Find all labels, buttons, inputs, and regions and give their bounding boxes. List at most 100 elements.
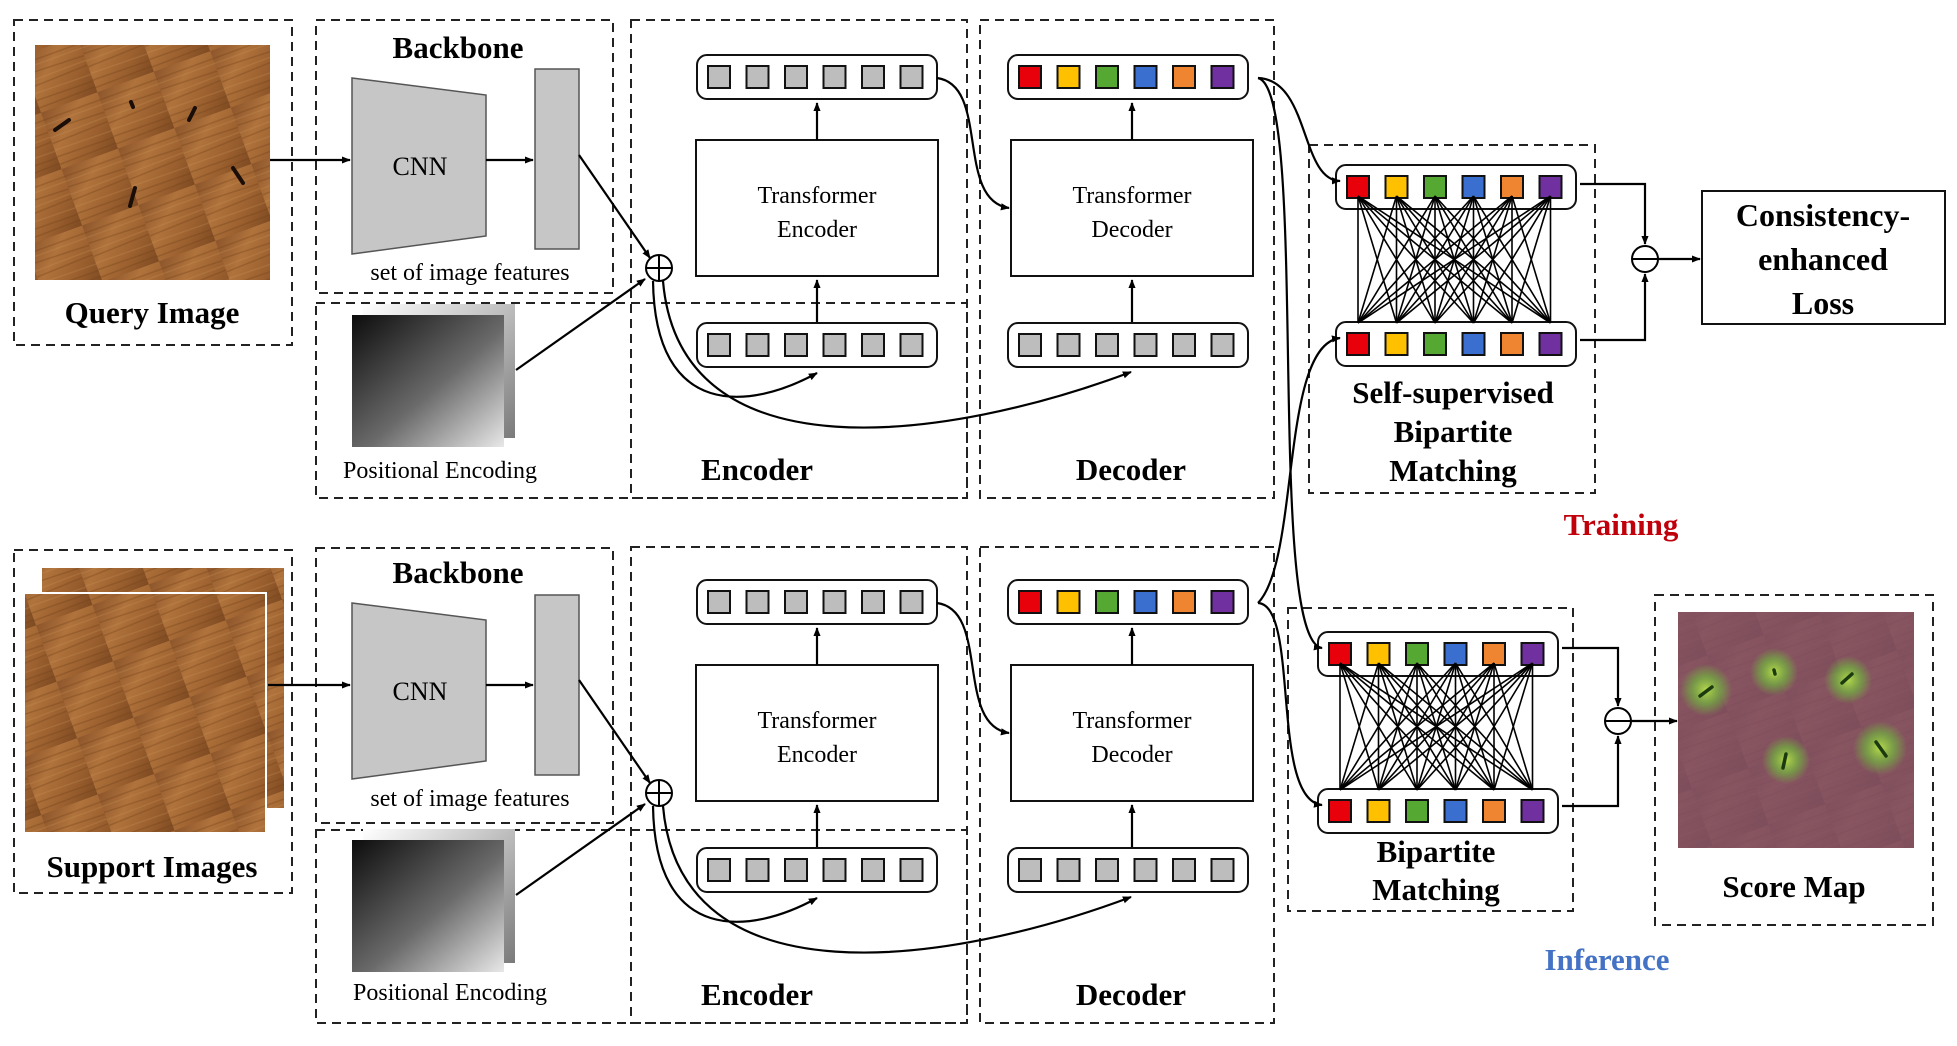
query-branch: Query Image Backbone CNN set of image fe…: [13, 19, 1275, 499]
query-token: [1328, 642, 1352, 666]
support-positional-front: [352, 840, 504, 972]
minus-circle-icon: [1631, 245, 1659, 273]
inference-matching-line1: Bipartite: [1377, 834, 1496, 869]
query-decoder-input-tokens: [1007, 322, 1249, 368]
arrow-icon: [661, 280, 1132, 429]
query-image-panel: [13, 19, 293, 346]
training-section: Self-supervised Bipartite Matching Train…: [1257, 76, 1946, 604]
query-token: [1346, 175, 1370, 199]
query-token: [1405, 799, 1429, 823]
feature-token: [822, 590, 847, 614]
arrow-icon: [1257, 335, 1341, 604]
matching-edge: [1357, 195, 1475, 324]
loss-label-line3: Loss: [1792, 285, 1854, 321]
query-token: [1133, 65, 1158, 89]
support-images: [23, 568, 284, 834]
feature-token: [1018, 333, 1042, 357]
arrow-icon: [1257, 601, 1323, 808]
training-matching-line3: Matching: [1389, 453, 1517, 488]
query-token: [1018, 590, 1042, 614]
feature-token: [784, 590, 808, 614]
matching-edge: [1434, 195, 1552, 324]
support-decoder-block-line1: Transformer: [1072, 708, 1191, 734]
query-encoder-block-line2: Encoder: [777, 217, 857, 243]
query-positional-label: Positional Encoding: [343, 458, 537, 484]
arrow-icon: [936, 76, 1010, 211]
support-branch: Support Images Backbone CNN set of image…: [13, 546, 1275, 1024]
query-token: [1056, 65, 1081, 89]
support-encoder-block-line1: Transformer: [757, 708, 876, 734]
feature-token: [861, 590, 885, 614]
feature-token: [784, 858, 808, 882]
score-map-label: Score Map: [1722, 869, 1865, 904]
support-backbone-title: Backbone: [393, 555, 524, 590]
minus-circle-icon: [1604, 707, 1632, 735]
support-cnn-trapezoid: [351, 602, 487, 780]
score-map-panel: [1654, 594, 1934, 926]
feature-token: [745, 590, 770, 614]
query-transformer-decoder: [1010, 139, 1254, 277]
support-features-label: set of image features: [370, 786, 569, 812]
arrow-icon: [651, 805, 818, 923]
query-token: [1482, 799, 1506, 823]
matching-edge: [1339, 662, 1457, 791]
feature-token: [1210, 333, 1235, 357]
matching-edge: [1377, 662, 1534, 791]
query-token: [1384, 175, 1409, 199]
matching-edge: [1339, 662, 1533, 791]
query-decoder-panel: [979, 19, 1275, 499]
feature-token: [899, 65, 924, 89]
feature-token: [1056, 858, 1081, 882]
training-matching-panel: [1308, 144, 1596, 494]
arrow-icon: [1562, 735, 1622, 808]
query-token: [1366, 642, 1391, 666]
matching-edge: [1339, 662, 1418, 791]
query-token: [1423, 175, 1447, 199]
arrow-icon: [1257, 76, 1341, 185]
feature-token: [707, 590, 731, 614]
query-feature-map: [534, 68, 580, 250]
query-cnn-label: CNN: [393, 152, 448, 181]
loss-label-line1: Consistency-: [1736, 197, 1910, 233]
inference-label: Inference: [1544, 942, 1669, 977]
inference-matching-line2: Matching: [1372, 872, 1500, 907]
arrow-icon: [661, 805, 1132, 954]
query-encoder-panel: [630, 19, 968, 499]
feature-token: [707, 858, 731, 882]
feature-token: [1018, 858, 1042, 882]
matching-edge: [1339, 662, 1380, 791]
query-token: [1500, 175, 1524, 199]
feature-token: [707, 65, 731, 89]
query-token: [1461, 175, 1486, 199]
support-image-label: Support Images: [46, 849, 257, 884]
query-token: [1461, 332, 1486, 356]
query-token: [1443, 799, 1468, 823]
query-token: [1443, 642, 1468, 666]
query-token: [1405, 642, 1429, 666]
feature-token: [822, 65, 847, 89]
query-token: [1328, 799, 1352, 823]
plus-circle-icon: [645, 779, 673, 807]
query-token: [1346, 332, 1370, 356]
query-image: [35, 45, 270, 280]
support-image-panel: [13, 549, 293, 894]
query-token: [1095, 65, 1119, 89]
feature-token: [745, 65, 770, 89]
feature-token: [861, 333, 885, 357]
feature-token: [822, 333, 847, 357]
query-features-label: set of image features: [370, 260, 569, 286]
query-token: [1538, 332, 1563, 356]
query-backbone-title: Backbone: [393, 30, 524, 65]
matching-edge: [1493, 662, 1534, 791]
matching-edge: [1357, 195, 1436, 324]
query-cnn-trapezoid: [351, 77, 487, 255]
arrow-icon: [515, 278, 646, 371]
inference-matching-panel: [1287, 607, 1574, 912]
support-cnn-label: CNN: [393, 677, 448, 706]
matching-edge: [1357, 195, 1513, 324]
arrow-icon: [578, 154, 651, 259]
query-image-label: Query Image: [65, 295, 240, 330]
query-encoder-title: Encoder: [701, 452, 813, 487]
query-token: [1384, 332, 1409, 356]
